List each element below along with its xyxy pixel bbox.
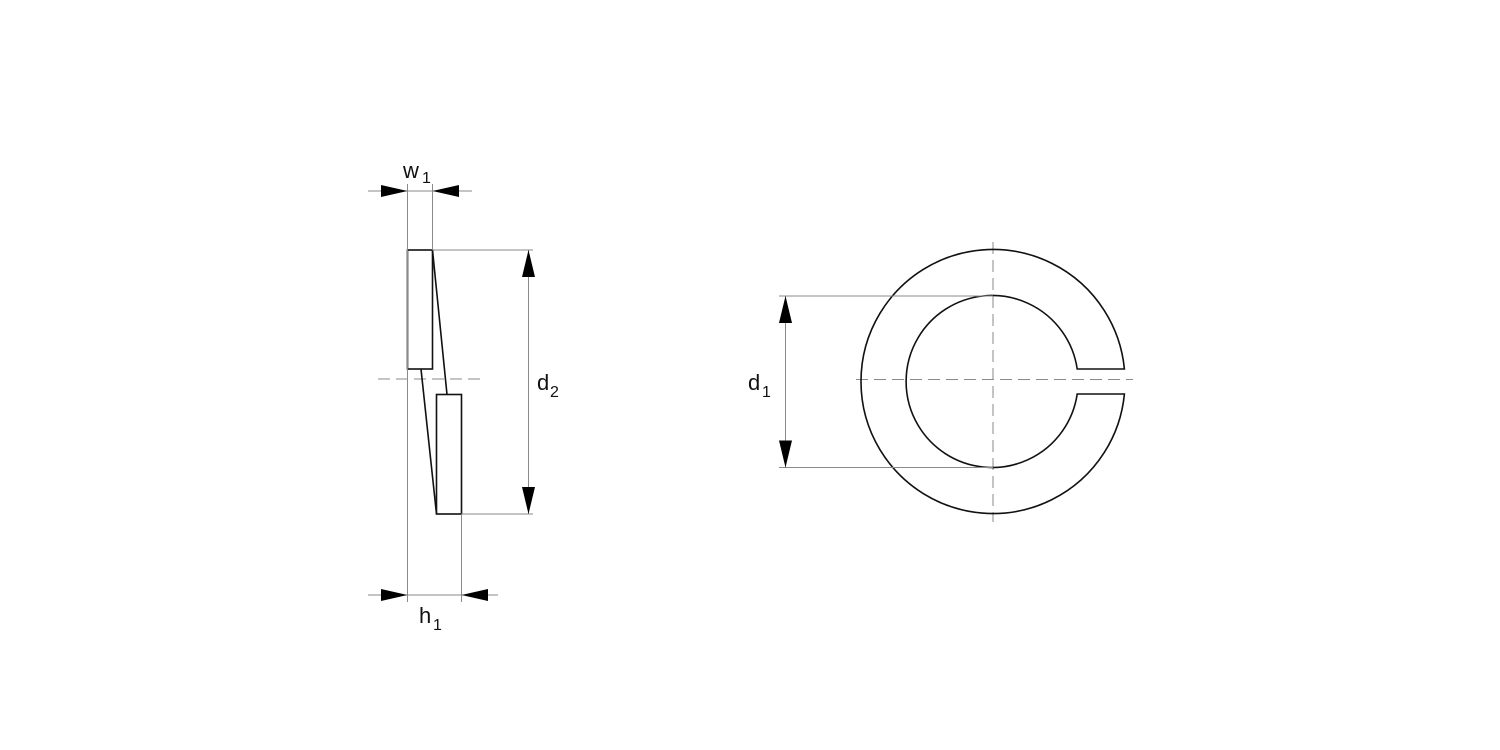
arrow-left-icon: [432, 185, 459, 197]
label-h1-sub: 1: [433, 617, 442, 634]
washer-section-top: [406, 249, 434, 370]
arrow-right-icon: [381, 589, 408, 601]
label-w1-sub: 1: [422, 170, 431, 187]
arrow-down-icon: [522, 487, 535, 514]
dimension-w1: w 1: [368, 158, 472, 197]
dimension-d1: d 1: [748, 296, 792, 468]
dimension-h1: h 1: [368, 589, 498, 634]
label-d1-sub: 1: [762, 384, 771, 401]
side-view: w 1 h 1 d 2: [368, 158, 559, 634]
arrow-down-icon: [779, 440, 792, 468]
washer-twist-line-outer: [431, 249, 448, 395]
label-d2-sub: 2: [550, 384, 559, 401]
arrow-right-icon: [381, 185, 408, 197]
dimension-d2: d 2: [522, 250, 559, 514]
arrow-left-icon: [461, 589, 488, 601]
split-ring-outline: [860, 248, 1126, 515]
washer-twist-line-inner: [420, 368, 438, 515]
label-w1-base: w: [402, 158, 419, 183]
washer-section-bottom: [435, 393, 463, 515]
arrow-up-icon: [522, 250, 535, 277]
label-h1-base: h: [419, 603, 431, 628]
label-d1-base: d: [748, 370, 760, 395]
front-view: d 1: [748, 242, 1133, 522]
label-d2-base: d: [537, 370, 549, 395]
arrow-up-icon: [779, 296, 792, 323]
